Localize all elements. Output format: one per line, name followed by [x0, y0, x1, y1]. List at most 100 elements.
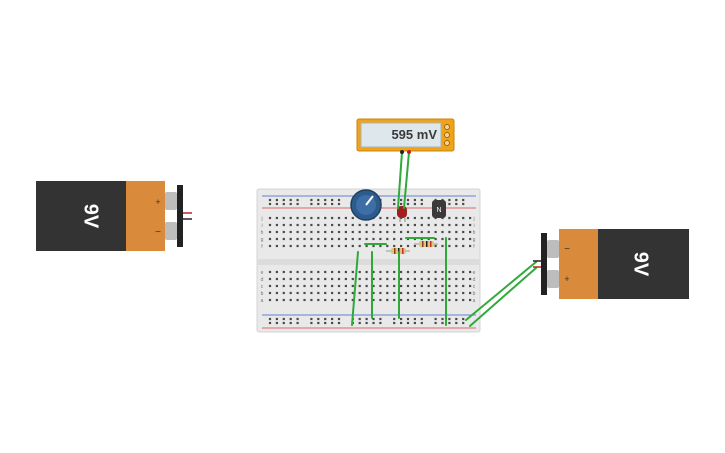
breadboard-hole[interactable] [289, 223, 292, 227]
breadboard-hole[interactable] [469, 298, 472, 302]
breadboard-hole[interactable] [337, 284, 341, 288]
breadboard-hole[interactable] [455, 298, 458, 302]
breadboard-hole[interactable] [358, 244, 361, 248]
breadboard-hole[interactable] [282, 291, 285, 295]
breadboard-hole[interactable] [455, 202, 458, 206]
breadboard-hole[interactable] [351, 277, 354, 281]
breadboard-hole[interactable] [393, 321, 396, 325]
breadboard-hole[interactable] [462, 298, 465, 302]
breadboard-hole[interactable] [317, 202, 320, 206]
breadboard-hole[interactable] [434, 317, 437, 321]
breadboard-hole[interactable] [310, 223, 313, 227]
breadboard-hole[interactable] [351, 230, 354, 234]
battery-terminal[interactable] [165, 222, 177, 240]
breadboard-hole[interactable] [310, 230, 313, 234]
breadboard-hole[interactable] [400, 270, 403, 274]
breadboard-hole[interactable] [441, 270, 444, 274]
breadboard-hole[interactable] [296, 284, 299, 288]
breadboard-hole[interactable] [406, 244, 410, 248]
breadboard-hole[interactable] [331, 202, 334, 206]
breadboard-hole[interactable] [268, 237, 272, 241]
breadboard-hole[interactable] [462, 202, 465, 206]
breadboard-hole[interactable] [448, 198, 451, 202]
breadboard-hole[interactable] [282, 244, 285, 248]
breadboard-hole[interactable] [434, 230, 437, 234]
breadboard-hole[interactable] [455, 244, 458, 248]
breadboard-hole[interactable] [289, 237, 292, 241]
breadboard-hole[interactable] [324, 198, 327, 202]
breadboard-hole[interactable] [413, 230, 416, 234]
breadboard-hole[interactable] [393, 230, 396, 234]
breadboard-hole[interactable] [331, 298, 334, 302]
breadboard-hole[interactable] [420, 321, 423, 325]
breadboard-hole[interactable] [303, 244, 306, 248]
breadboard-hole[interactable] [406, 298, 410, 302]
breadboard-hole[interactable] [379, 244, 382, 248]
breadboard-hole[interactable] [448, 321, 451, 325]
breadboard-hole[interactable] [365, 270, 368, 274]
breadboard-hole[interactable] [289, 317, 292, 321]
breadboard-hole[interactable] [469, 216, 472, 220]
breadboard-hole[interactable] [296, 223, 299, 227]
breadboard-hole[interactable] [434, 291, 437, 295]
breadboard-hole[interactable] [434, 298, 437, 302]
battery-terminal[interactable] [547, 270, 559, 288]
breadboard-hole[interactable] [296, 216, 299, 220]
breadboard-hole[interactable] [351, 284, 354, 288]
breadboard-hole[interactable] [406, 230, 410, 234]
breadboard-hole[interactable] [289, 298, 292, 302]
breadboard-hole[interactable] [296, 198, 299, 202]
breadboard-hole[interactable] [413, 270, 416, 274]
breadboard-hole[interactable] [324, 317, 327, 321]
breadboard-hole[interactable] [282, 270, 285, 274]
breadboard-hole[interactable] [310, 321, 313, 325]
breadboard-hole[interactable] [282, 298, 285, 302]
led[interactable] [397, 206, 407, 222]
breadboard-hole[interactable] [386, 237, 389, 241]
breadboard-hole[interactable] [434, 270, 437, 274]
breadboard-hole[interactable] [420, 198, 423, 202]
breadboard-hole[interactable] [310, 216, 313, 220]
breadboard-hole[interactable] [386, 230, 389, 234]
breadboard-hole[interactable] [448, 223, 451, 227]
breadboard-hole[interactable] [310, 237, 313, 241]
breadboard-hole[interactable] [296, 202, 299, 206]
breadboard-hole[interactable] [393, 198, 396, 202]
breadboard-hole[interactable] [317, 270, 320, 274]
breadboard-hole[interactable] [331, 277, 334, 281]
multimeter[interactable]: 595 mV [356, 118, 455, 154]
breadboard-hole[interactable] [434, 244, 437, 248]
breadboard-hole[interactable] [303, 230, 306, 234]
breadboard-hole[interactable] [289, 244, 292, 248]
breadboard-hole[interactable] [379, 298, 382, 302]
breadboard-hole[interactable] [420, 230, 423, 234]
breadboard-hole[interactable] [268, 244, 272, 248]
breadboard-hole[interactable] [372, 277, 375, 281]
multimeter-terminal[interactable] [444, 132, 450, 138]
breadboard-hole[interactable] [268, 198, 272, 202]
breadboard-hole[interactable] [365, 277, 368, 281]
breadboard-hole[interactable] [448, 298, 451, 302]
breadboard-hole[interactable] [372, 291, 375, 295]
breadboard-hole[interactable] [310, 284, 313, 288]
breadboard-hole[interactable] [372, 298, 375, 302]
breadboard-hole[interactable] [310, 298, 313, 302]
breadboard-hole[interactable] [275, 202, 278, 206]
breadboard-hole[interactable] [275, 284, 278, 288]
breadboard-hole[interactable] [310, 291, 313, 295]
breadboard-hole[interactable] [455, 284, 458, 288]
breadboard-hole[interactable] [427, 291, 430, 295]
breadboard-hole[interactable] [413, 298, 416, 302]
breadboard-hole[interactable] [303, 284, 306, 288]
breadboard-hole[interactable] [337, 223, 341, 227]
breadboard-hole[interactable] [365, 244, 368, 248]
breadboard-hole[interactable] [455, 291, 458, 295]
wire[interactable] [351, 251, 359, 326]
breadboard-hole[interactable] [331, 317, 334, 321]
breadboard-hole[interactable] [289, 216, 292, 220]
battery-right[interactable]: 9V − + [533, 229, 689, 299]
breadboard-hole[interactable] [462, 284, 465, 288]
breadboard-hole[interactable] [413, 317, 416, 321]
breadboard-hole[interactable] [317, 223, 320, 227]
breadboard-hole[interactable] [358, 237, 361, 241]
